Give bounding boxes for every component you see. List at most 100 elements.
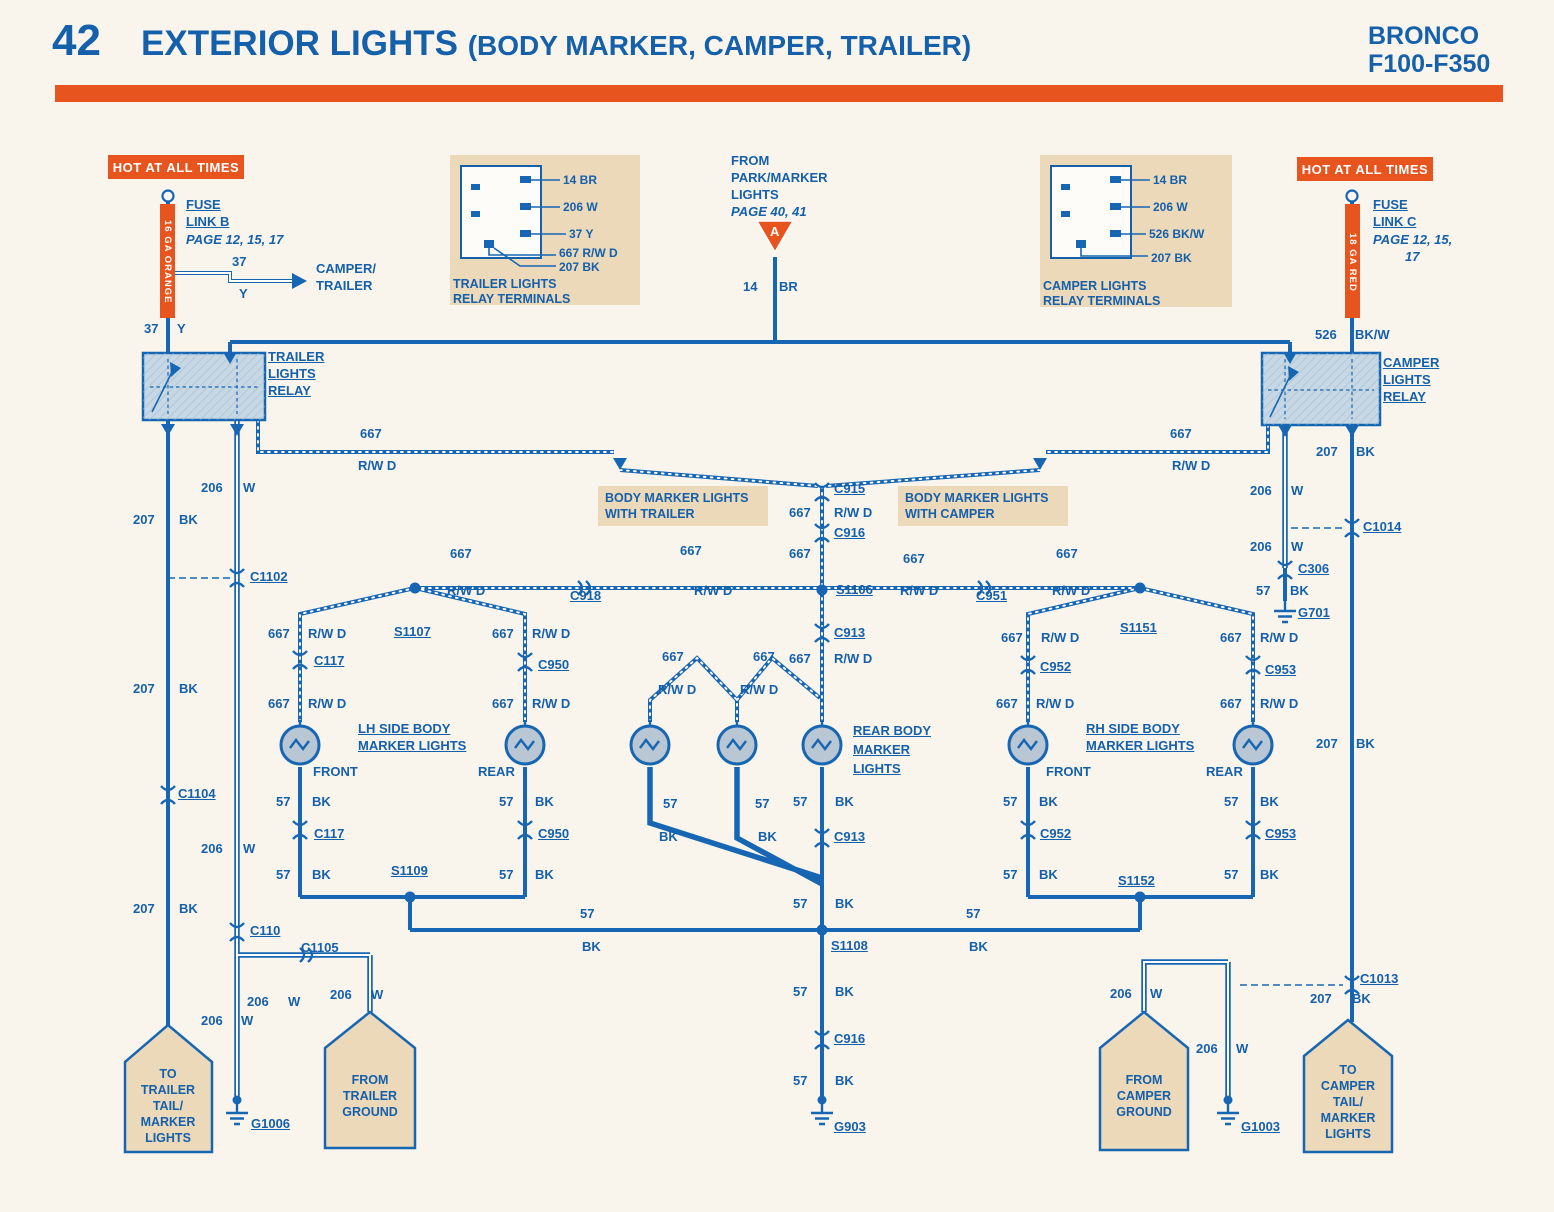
- connector-icon: [1020, 820, 1036, 840]
- camper-pin-label: 526 BK/W: [1149, 227, 1205, 241]
- diagram-label: 207: [1316, 736, 1338, 751]
- diagram-label: S1109: [391, 863, 428, 878]
- diagram-label: BK: [312, 794, 331, 809]
- lamp-filament-icon: [1242, 738, 1263, 751]
- diagram-label: W: [1150, 986, 1163, 1001]
- diagram-label: 57: [755, 796, 770, 811]
- splice-icon: [1134, 891, 1146, 903]
- connector-icon: [1344, 518, 1360, 538]
- diagram-label: 57: [966, 906, 981, 921]
- diagram-label: C951: [976, 588, 1008, 603]
- diagram-label: G1006: [251, 1116, 291, 1131]
- callout-with-camper: BODY MARKER LIGHTS WITH CAMPER: [898, 486, 1068, 526]
- diagram-label: FROM: [731, 153, 770, 168]
- connector-icon: [1020, 655, 1036, 675]
- diagram-label: 57: [499, 867, 514, 882]
- lamp-filament-icon: [639, 738, 660, 751]
- diagram-label: 526: [1315, 327, 1337, 342]
- diagram-label: RELAY: [268, 383, 311, 398]
- lamp-filament-icon: [1017, 738, 1038, 751]
- wire-arrow-icon: [1283, 352, 1297, 364]
- callout-line: WITH CAMPER: [905, 507, 995, 521]
- connector-icon: [577, 580, 592, 596]
- connector-icon: [814, 1030, 830, 1050]
- diagram-label: C110: [250, 923, 281, 938]
- thick-ground-merge-wires: [647, 767, 824, 887]
- diagram-label: C953: [1265, 662, 1297, 677]
- trailer-pin-label: 14 BR: [563, 173, 598, 187]
- diagram-label: C1105: [301, 940, 339, 955]
- diagram-label: 667: [789, 546, 811, 561]
- diagram-label: R/W D: [1041, 630, 1080, 645]
- wire-arrow-icon: [1278, 425, 1292, 437]
- connector-icon: [1277, 560, 1293, 580]
- diagram-label: REAR: [1206, 764, 1243, 779]
- connector-icon: [977, 580, 992, 596]
- diagram-label: 667: [360, 426, 382, 441]
- diagram-label: BK: [179, 512, 198, 527]
- connector-icon: [814, 523, 830, 543]
- wire-arrow-icon: [1033, 458, 1047, 470]
- diagram-label: 57: [499, 794, 514, 809]
- diagram-label: C950: [538, 657, 570, 672]
- diagram-label: C953: [1265, 826, 1297, 841]
- diagram-label: BK: [1356, 444, 1375, 459]
- diagram-label: BK: [179, 681, 198, 696]
- diagram-label: BK: [312, 867, 331, 882]
- diagram-label: R/W D: [308, 626, 347, 641]
- diagram-label: PAGE 12, 15,: [1373, 232, 1453, 247]
- diagram-label: W: [371, 987, 384, 1002]
- trailer-legend-caption: RELAY TERMINALS: [453, 292, 571, 306]
- connector-icon: [814, 623, 830, 643]
- diagram-label: C916: [834, 525, 866, 540]
- diagram-label: 206: [247, 994, 269, 1009]
- diagram-label: 57: [1256, 583, 1271, 598]
- splice-icon: [1134, 582, 1146, 594]
- connector-icon: [517, 652, 533, 672]
- fuse-terminal-left: [161, 189, 175, 203]
- diagram-label: 667: [268, 696, 290, 711]
- diagram-label: W: [243, 480, 256, 495]
- diagram-label: FUSE: [186, 197, 221, 212]
- diagram-label: C306: [1298, 561, 1330, 576]
- diagram-label: 667: [492, 626, 514, 641]
- diagram-label: BK: [659, 829, 678, 844]
- diagram-label: LIGHTS: [731, 187, 779, 202]
- page-number: 42: [52, 16, 101, 65]
- ground-icon: [811, 1100, 833, 1126]
- diagram-label: R/W D: [1172, 458, 1211, 473]
- connector-icon: [292, 650, 308, 670]
- diagram-label: FRONT: [313, 764, 358, 779]
- diagram-label: S1107: [394, 624, 431, 639]
- diagram-label: 14: [743, 279, 758, 294]
- callout-line: WITH TRAILER: [605, 507, 695, 521]
- diagram-label: 57: [276, 794, 291, 809]
- diagram-label: C1102: [250, 569, 288, 584]
- diagram-label: 207: [133, 681, 155, 696]
- diagram-label: W: [288, 994, 301, 1009]
- diagram-label: 667: [680, 543, 702, 558]
- diagram-label: R/W D: [532, 696, 571, 711]
- page-title: EXTERIOR LIGHTS (BODY MARKER, CAMPER, TR…: [141, 24, 971, 64]
- diagram-label: BK: [835, 984, 854, 999]
- callout-with-trailer: BODY MARKER LIGHTS WITH TRAILER: [598, 486, 768, 526]
- diagram-label: C913: [834, 829, 866, 844]
- diagram-label: MARKER LIGHTS: [1086, 738, 1195, 753]
- diagram-label: 37: [232, 254, 247, 269]
- diagram-label: 57: [1003, 794, 1018, 809]
- diagram-label: W: [243, 841, 256, 856]
- diagram-label: PAGE 12, 15, 17: [186, 232, 284, 247]
- diagram-label: 667: [1220, 630, 1242, 645]
- ground-splice-dot: [1223, 1095, 1233, 1105]
- camper-legend-caption: RELAY TERMINALS: [1043, 294, 1161, 308]
- diagram-label: MARKER LIGHTS: [358, 738, 467, 753]
- connector-icon: [814, 482, 830, 502]
- hot-at-all-times-right: HOT AT ALL TIMES: [1297, 157, 1433, 181]
- diagram-label: REAR BODY: [853, 723, 932, 738]
- diagram-label: 57: [793, 984, 808, 999]
- connector-icon: [814, 828, 830, 848]
- diagram-label: 57: [663, 796, 678, 811]
- camper-relay-terminal-pins: [1061, 176, 1150, 257]
- model-line-2: F100-F350: [1368, 50, 1491, 78]
